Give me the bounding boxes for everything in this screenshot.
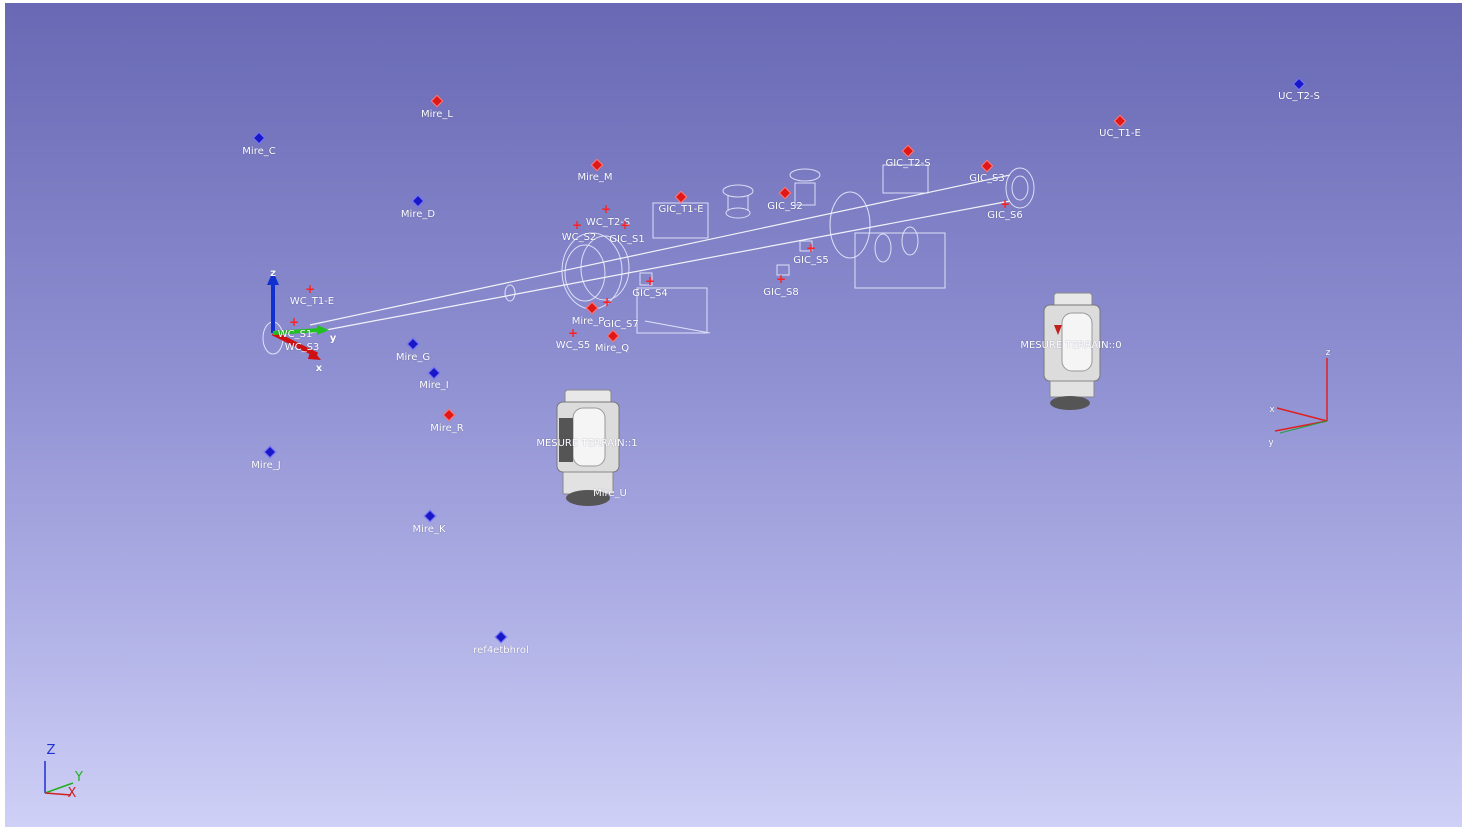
target-label: GIC_T2-S [885,158,931,169]
target-label: GIC_S3 [969,173,1005,184]
target-label: Mire_K [412,524,446,535]
corner-axis-y-label: Y [75,770,83,785]
point-label: WC_T1-E [289,296,335,307]
point-label: Mire_U [593,488,627,499]
theodolite-icon [556,389,620,506]
target-label: UC_T1-E [1099,128,1141,139]
point-cross[interactable]: + [567,326,579,340]
point-cross[interactable]: + [288,315,300,329]
target-label: Mire_I [419,380,449,391]
target-label: GIC_S2 [767,201,803,212]
point-label: GIC_S6 [987,210,1023,221]
frame-axis-z-label: z [270,268,276,279]
target-label: Mire_Q [594,343,630,354]
frame-axis-x-label: x [315,363,323,374]
corner-triad [44,761,74,796]
total-station-0[interactable] [1040,291,1102,413]
corner-axis-x-label: X [67,786,77,801]
point-cross[interactable]: + [999,197,1011,211]
wireframe-components [262,164,1035,355]
point-label: WC_S5 [555,340,591,351]
point-cross[interactable]: + [644,274,656,288]
station-label: MESURE TERRAIN::0 [1020,340,1122,351]
axis-indicator-right [1274,358,1328,434]
beam-pipe [309,174,1011,334]
point-label: GIC_S4 [632,288,668,299]
target-label: UC_T2-S [1278,91,1320,102]
target-label: Mire_G [395,352,431,363]
right-axis-x-label: x [1269,405,1275,415]
3d-viewport[interactable]: Mire_L Mire_M Mire_R UC_T1-E GIC_T2-S GI… [5,3,1462,827]
target-label: Mire_D [400,209,436,220]
corner-axis-z-label: Z [46,743,56,758]
point-cross[interactable]: + [775,272,787,286]
point-label: WC_S1 [277,329,313,340]
target-label: Mire_L [420,109,454,120]
target-label: Mire_R [430,423,464,434]
point-cross[interactable]: + [304,282,316,296]
point-label: GIC_S7 [603,319,639,330]
target-label: Mire_J [251,460,281,471]
point-label: GIC_S5 [793,255,829,266]
right-axis-y-label: y [1268,438,1274,448]
point-label: WC_S3 [284,342,320,353]
target-label: ref4etbhrol [473,645,529,656]
point-cross[interactable]: + [600,202,612,216]
target-label: GIC_T1-E [658,204,704,215]
point-cross[interactable]: + [571,218,583,232]
right-axis-z-label: z [1325,348,1331,358]
station-label: MESURE TERRAIN::1 [536,438,638,449]
theodolite-icon [1043,292,1101,410]
point-label: GIC_S8 [763,287,799,298]
point-cross[interactable]: + [619,218,631,232]
target-label: Mire_C [242,146,276,157]
point-label: GIC_S1 [609,234,645,245]
scene-canvas[interactable] [5,3,1462,827]
object-frame [267,271,329,360]
point-cross[interactable]: + [805,241,817,255]
point-label: WC_T2-S [585,217,631,228]
total-station-1[interactable] [555,388,621,510]
target-label: Mire_M [577,172,613,183]
frame-axis-y-label: y [329,333,337,344]
point-label: WC_S2 [561,232,597,243]
point-cross[interactable]: + [601,295,613,309]
point-label: Mire_P [571,316,605,327]
